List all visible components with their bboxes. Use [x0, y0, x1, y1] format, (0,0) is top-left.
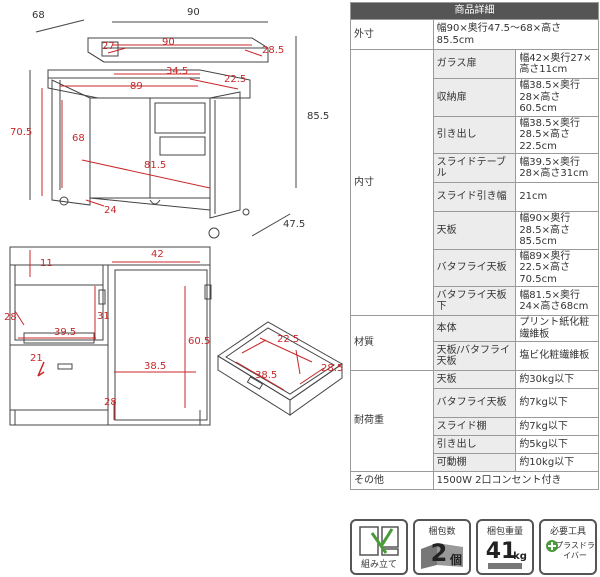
spec-sub: バタフライ天板	[432, 248, 517, 287]
spec-sub: 引き出し	[432, 435, 517, 454]
spec-val: 約10kg以下	[515, 453, 599, 472]
spec-val: 幅38.5×奥行28.5×高さ22.5cm	[515, 115, 599, 154]
weight-value: 41	[485, 539, 517, 564]
dim-drawer-in-w: 22.5	[277, 334, 300, 345]
spec-header: 商品詳細	[350, 2, 599, 20]
dimension-diagrams: 68 90 85.5 47.5 90 28.5 27 34.5 22.5 89 …	[4, 7, 344, 426]
table-row: 収納扉 幅38.5×奥行28×高さ60.5cm	[351, 78, 599, 117]
plus-icon	[546, 540, 558, 552]
spec-val: 幅81.5×奥行24×高さ68cm	[515, 286, 599, 316]
dim-height-total: 85.5	[307, 111, 330, 122]
required-tools-badge: 必要工具 プラスドライバー	[539, 519, 597, 575]
dim-lower-depth: 24	[104, 205, 117, 216]
dim-bottom-h: 28	[104, 397, 117, 408]
table-row: スライド棚 約7kg以下	[351, 417, 599, 436]
dim-shelf-width: 90	[162, 37, 175, 48]
table-row: 引き出し 幅38.5×奥行28.5×高さ22.5cm	[351, 115, 599, 154]
spec-sub: 引き出し	[432, 115, 517, 154]
spec-val: 幅89×奥行22.5×高さ70.5cm	[515, 248, 599, 287]
dim-butterfly-height: 70.5	[10, 127, 33, 138]
assembly-badge: 組み立て	[350, 519, 408, 575]
spec-sub: ガラス扉	[432, 49, 517, 79]
dim-depth-lower: 47.5	[283, 219, 306, 230]
dim-right-h: 60.5	[188, 336, 211, 347]
table-row: スライドテーブル 幅39.5×奥行28×高さ31cm	[351, 153, 599, 183]
spec-cat: 耐荷重	[350, 370, 434, 472]
dim-lower-width: 81.5	[144, 160, 167, 171]
table-row: その他 1500W 2口コンセント付き	[350, 471, 600, 490]
table-row: 外寸 幅90×奥行47.5〜68×高さ85.5cm	[350, 19, 600, 50]
table-row: 耐荷重 天板 約30kg以下	[350, 370, 599, 472]
spec-val: 塩ビ化粧繊維板	[515, 341, 599, 371]
spec-val: プリント紙化粧繊維板	[515, 315, 599, 342]
assembly-label: 組み立て	[360, 560, 397, 570]
dim-drawer-width: 34.5	[166, 66, 189, 77]
spec-sub: スライドテーブル	[432, 153, 517, 183]
dim-depth-total: 68	[32, 10, 45, 21]
spec-val: 幅42×奥行27×高さ11cm	[515, 49, 599, 79]
spec-val: 約7kg以下	[515, 388, 599, 418]
spec-val: 約7kg以下	[515, 417, 599, 436]
dim-butterfly-depth: 68	[72, 133, 85, 144]
table-row: 内寸 ガラス扉 幅42×奥行27×高さ11cm	[350, 49, 599, 316]
furniture-line-drawing	[9, 19, 343, 426]
spec-val: 幅90×奥行47.5〜68×高さ85.5cm	[432, 19, 600, 50]
pack-unit: 個	[449, 553, 462, 567]
spec-sub: 天板	[432, 211, 517, 250]
table-row: バタフライ天板 幅89×奥行22.5×高さ70.5cm	[351, 248, 599, 287]
dim-shelf-glass: 27	[102, 41, 115, 52]
spec-val: 幅90×奥行28.5×高さ85.5cm	[515, 211, 599, 250]
spec-val: 約30kg以下	[515, 370, 599, 389]
pack-label: 梱包数	[428, 527, 456, 537]
spec-val: 幅38.5×奥行28×高さ60.5cm	[515, 78, 599, 117]
spec-cat: その他	[350, 471, 434, 490]
dim-drawer-depth: 22.5	[224, 74, 247, 85]
spec-table: 商品詳細 外寸 幅90×奥行47.5〜68×高さ85.5cm 内寸 ガラス扉 幅…	[350, 2, 600, 490]
spec-val: 21cm	[515, 182, 599, 212]
spec-val: 幅39.5×奥行28×高さ31cm	[515, 153, 599, 183]
spec-cat: 外寸	[350, 19, 434, 50]
dim-left-w: 39.5	[54, 327, 77, 338]
dim-drawer-in-d: 28.5	[321, 363, 344, 374]
tool-value: プラスドライバー	[555, 541, 595, 560]
dim-shelf-w: 42	[151, 249, 164, 260]
spec-sub: スライド引き幅	[432, 182, 517, 212]
spec-sub: 天板	[432, 370, 517, 389]
box-icon	[421, 543, 463, 569]
table-row: 引き出し 約5kg以下	[351, 435, 599, 454]
dim-shelf-depth: 28.5	[262, 45, 285, 56]
dim-width-total: 90	[187, 7, 200, 18]
spec-sub: スライド棚	[432, 417, 517, 436]
dim-right-w: 38.5	[144, 361, 167, 372]
table-row: スライド引き幅 21cm	[351, 182, 599, 212]
spec-sub: 天板/バタフライ天板	[432, 341, 517, 371]
dim-drawer-in-w2: 38.5	[255, 370, 278, 381]
package-weight-badge: 梱包重量 41 kg	[476, 519, 534, 575]
scale-icon	[488, 563, 522, 569]
spec-cat: 内寸	[350, 49, 434, 316]
weight-label: 梱包重量	[486, 527, 523, 537]
pack-value: 2	[430, 539, 448, 567]
dim-left-h: 28	[4, 312, 17, 323]
dim-mid-h: 31	[97, 311, 110, 322]
dim-slide-open: 21	[30, 353, 43, 364]
table-row: 材質 本体 プリント紙化粧繊維板	[350, 315, 599, 371]
spec-sub: バタフライ天板	[432, 388, 517, 418]
info-icons: 組み立て 梱包数 2 個 梱包重量 41 kg 必要工具 プラスドライバー	[350, 519, 599, 575]
spec-sub: バタフライ天板下	[432, 286, 517, 316]
package-count-badge: 梱包数 2 個	[413, 519, 471, 575]
spec-cat: 材質	[350, 315, 434, 371]
dim-butterfly-width: 89	[130, 81, 143, 92]
weight-unit: kg	[513, 551, 527, 562]
spec-sub: 収納扉	[432, 78, 517, 117]
spec-val: 1500W 2口コンセント付き	[432, 471, 600, 490]
spec-sub: 可動棚	[432, 453, 517, 472]
spec-val: 約5kg以下	[515, 435, 599, 454]
table-row: バタフライ天板下 幅81.5×奥行24×高さ68cm	[351, 286, 599, 316]
table-row: 天板 幅90×奥行28.5×高さ85.5cm	[351, 211, 599, 250]
tool-label: 必要工具	[549, 527, 586, 537]
tools-icon	[359, 526, 399, 556]
dim-top-gap: 11	[40, 258, 53, 269]
spec-sub: 本体	[432, 315, 517, 342]
